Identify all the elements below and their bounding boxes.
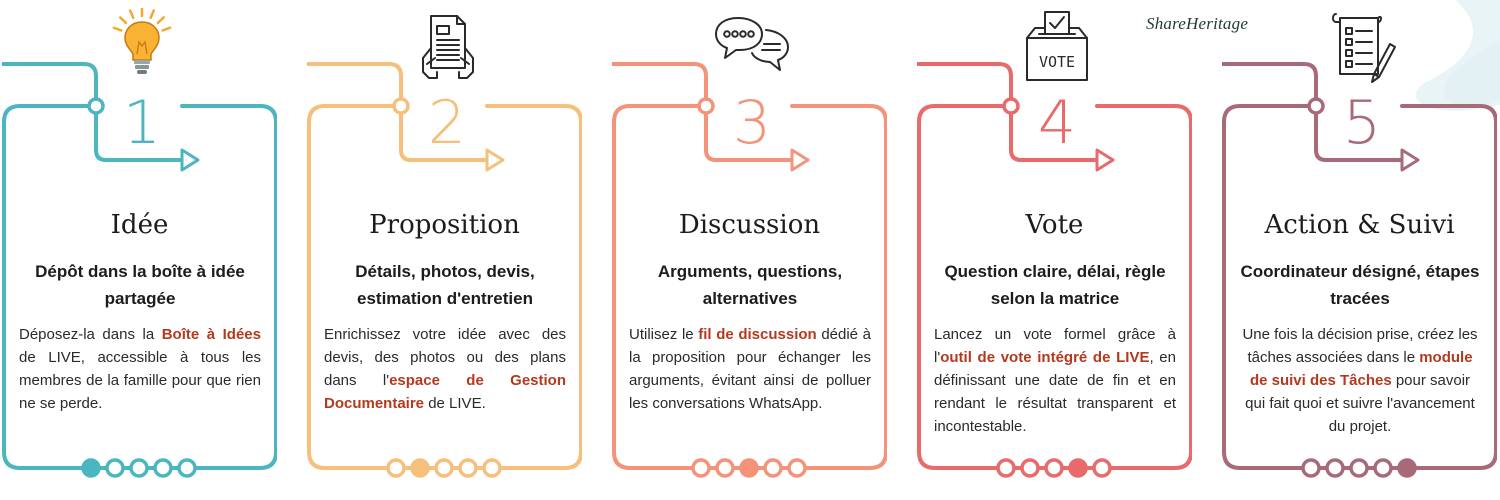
- description-text: dédié à la proposition pour échanger les…: [629, 326, 871, 412]
- connector-node: [1002, 97, 1020, 115]
- feature-highlight: espace de Gestion Documentaire: [324, 372, 566, 412]
- step-dot-1: [81, 458, 101, 478]
- step-dot-1: [691, 458, 711, 478]
- step-title: Proposition: [369, 210, 520, 240]
- ballot-box-icon: VOTE: [1026, 11, 1088, 81]
- description-text: Déposez-la dans la: [19, 326, 162, 343]
- step-dot-2: [410, 458, 430, 478]
- arrow-icon: [790, 148, 810, 172]
- step-dot-2: [1325, 458, 1345, 478]
- feature-highlight: Boîte à Idées: [161, 326, 261, 343]
- step-dot-3: [739, 458, 759, 478]
- description-text: Une fois la décision prise, créez les tâ…: [1242, 326, 1478, 366]
- step-title: Vote: [1025, 210, 1084, 240]
- step-frame: [1222, 62, 1497, 478]
- step-dot-5: [787, 458, 807, 478]
- step-description: Lancez un vote formel grâce à l'outil de…: [934, 323, 1176, 438]
- arrow-icon: [1095, 148, 1115, 172]
- checklist-icon: [1332, 13, 1396, 83]
- step-dot-1: [1301, 458, 1321, 478]
- step-title: Action & Suivi: [1264, 210, 1455, 240]
- step-dot-3: [1349, 458, 1369, 478]
- step-dot-2: [715, 458, 735, 478]
- step-dot-3: [434, 458, 454, 478]
- step-dot-5: [482, 458, 502, 478]
- step-dot-3: [129, 458, 149, 478]
- connector-node: [87, 97, 105, 115]
- step-title: Idée: [110, 210, 169, 240]
- step-description: Utilisez le fil de discussion dédié à la…: [629, 323, 871, 415]
- description-text: , en définissant une date de fin et en r…: [934, 349, 1176, 435]
- description-text: pour savoir qui fait quoi et suivre l'av…: [1245, 372, 1475, 435]
- step-subtitle: Question claire, délai, règle selon la m…: [944, 262, 1166, 308]
- step-dot-4: [1068, 458, 1088, 478]
- step-description: Enrichissez votre idée avec des devis, d…: [324, 323, 566, 415]
- step-title: Discussion: [678, 210, 821, 240]
- step-number: 2: [427, 88, 467, 158]
- step-frame: [2, 62, 277, 478]
- step-dot-4: [458, 458, 478, 478]
- step-number: 5: [1342, 88, 1382, 158]
- step-dot-5: [1092, 458, 1112, 478]
- step-dot-4: [1373, 458, 1393, 478]
- step-frame: [917, 62, 1192, 478]
- step-number: 3: [732, 88, 772, 158]
- chat-bubbles-icon: [715, 17, 789, 71]
- step-subtitle: Dépôt dans la boîte à idée partagée: [35, 262, 245, 308]
- step-frame: [612, 62, 887, 478]
- step-description: Une fois la décision prise, créez les tâ…: [1239, 323, 1481, 438]
- arrow-icon: [1400, 148, 1420, 172]
- step-dot-4: [763, 458, 783, 478]
- step-description: Déposez-la dans la Boîte à Idées de LIVE…: [19, 323, 261, 415]
- description-text: de LIVE.: [424, 395, 486, 412]
- step-number: 1: [122, 88, 162, 158]
- step-dot-3: [1044, 458, 1064, 478]
- step-dot-5: [177, 458, 197, 478]
- step-dot-2: [105, 458, 125, 478]
- step-dot-1: [996, 458, 1016, 478]
- brand-logo: ShareHeritage: [1146, 14, 1249, 33]
- step-subtitle: Détails, photos, devis, estimation d'ent…: [355, 262, 535, 308]
- step-dot-2: [1020, 458, 1040, 478]
- step-subtitle: Coordinateur désigné, étapes tracées: [1240, 262, 1480, 308]
- arrow-icon: [180, 148, 200, 172]
- step-number: 4: [1037, 88, 1077, 158]
- step-frame: [307, 62, 582, 478]
- connector-node: [1307, 97, 1325, 115]
- connector-node: [697, 97, 715, 115]
- description-text: de LIVE, accessible à tous les membres d…: [19, 349, 261, 412]
- connector-node: [392, 97, 410, 115]
- feature-highlight: fil de discussion: [698, 326, 817, 343]
- step-subtitle: Arguments, questions, alternatives: [657, 262, 843, 308]
- arrow-icon: [485, 148, 505, 172]
- vote-label: VOTE: [1039, 53, 1075, 71]
- document-hands-icon: [422, 15, 474, 79]
- step-dot-4: [153, 458, 173, 478]
- feature-highlight: outil de vote intégré de LIVE: [940, 349, 1150, 366]
- description-text: Lancez un vote formel grâce à l': [934, 326, 1176, 366]
- lightbulb-icon: [112, 8, 172, 74]
- feature-highlight: module de suivi des Tâches: [1249, 349, 1473, 389]
- description-text: Enrichissez votre idée avec des devis, d…: [324, 326, 566, 389]
- step-dot-1: [386, 458, 406, 478]
- step-dot-5: [1397, 458, 1417, 478]
- description-text: Utilisez le: [629, 326, 699, 343]
